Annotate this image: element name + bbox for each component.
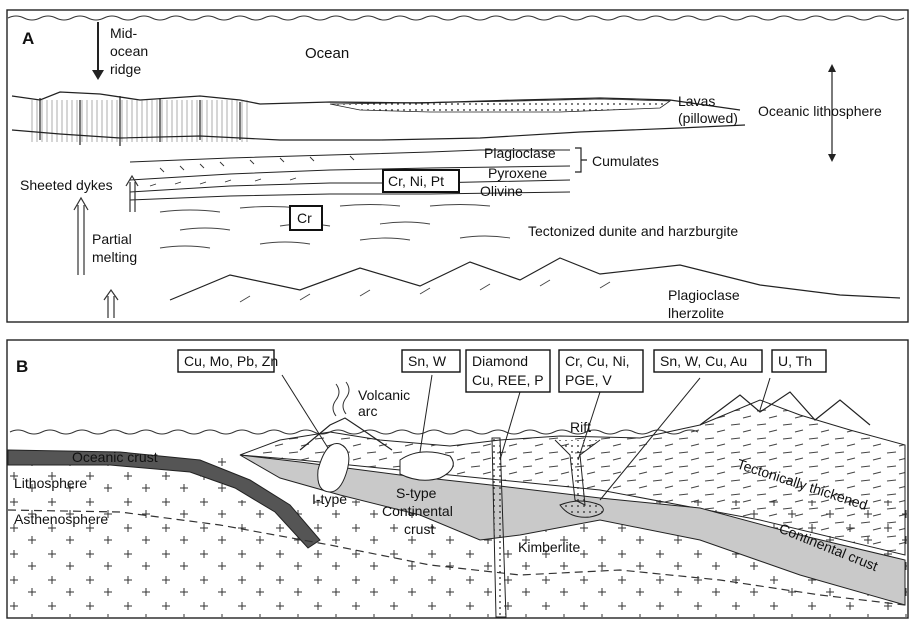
label-ocean: Ocean xyxy=(305,45,349,62)
box-pointers xyxy=(281,374,771,501)
box-sn-w xyxy=(401,349,461,373)
volcano xyxy=(299,417,393,451)
label-plagioclase: Plagioclase xyxy=(484,145,556,161)
cumulate-texture xyxy=(149,155,355,187)
melt-arrows xyxy=(73,174,139,318)
panel-b-letter: B xyxy=(16,357,28,376)
label-cumulates: Cumulates xyxy=(592,153,659,169)
label-volcanic-1: Volcanic xyxy=(358,387,410,403)
lava-base xyxy=(11,124,746,141)
box-diamond-label-2: Cu, REE, P xyxy=(472,372,544,388)
label-partial-2: melting xyxy=(92,249,137,265)
oceanic-crust-slab xyxy=(7,449,321,549)
label-kimberlite: Kimberlite xyxy=(518,539,580,555)
box-cr-cu-ni xyxy=(558,349,644,393)
label-ridge-3: ridge xyxy=(110,61,141,77)
label-asthenosphere: Asthenosphere xyxy=(14,511,108,527)
box-cu-mo-pb-zn xyxy=(177,349,275,373)
sea-surface xyxy=(7,15,905,21)
lower-continental-crust xyxy=(239,454,906,606)
panel-a-letter: A xyxy=(22,29,34,48)
lithosphere-base xyxy=(7,509,906,606)
kimberlite-pipe xyxy=(491,437,507,618)
sediment-layer xyxy=(329,98,672,113)
s-type-pluton xyxy=(399,451,454,481)
sea-surface-b xyxy=(9,429,699,435)
lherzolite-texture xyxy=(239,279,611,303)
box-cr-ni-pt-label: Cr, Ni, Pt xyxy=(388,173,444,189)
box-sn-w-cu-au-label: Sn, W, Cu, Au xyxy=(660,353,747,369)
label-pyroxene: Pyroxene xyxy=(488,165,547,181)
panel-a-frame xyxy=(6,9,909,323)
label-olivine: Olivine xyxy=(480,183,523,199)
label-s-type: S-type xyxy=(396,485,437,501)
label-lithosphere: Lithosphere xyxy=(14,475,87,491)
cumulates-brace xyxy=(575,147,587,173)
box-diamond-label-1: Diamond xyxy=(472,353,528,369)
panel-a: A Mid- ocean ridge Ocean Lavas (pillowed… xyxy=(6,9,909,323)
panel-b: B Cu, Mo, Pb, Zn Sn, W Diamond Cu, REE, … xyxy=(6,339,909,619)
label-rift: Rift xyxy=(570,419,591,435)
box-cu-mo-pb-zn-label: Cu, Mo, Pb, Zn xyxy=(184,353,278,369)
i-type-pluton xyxy=(317,443,350,493)
label-continental-2: crust xyxy=(404,521,434,537)
box-sn-w-cu-au xyxy=(653,349,763,373)
label-partial-1: Partial xyxy=(92,231,132,247)
plagioclase-top xyxy=(129,149,570,163)
label-i-type: I-type xyxy=(312,491,347,507)
label-plag-lherzolite-1: Plagioclase xyxy=(668,287,740,303)
label-plag-lherzolite-2: lherzolite xyxy=(668,305,724,321)
box-cr-cu-ni-label-2: PGE, V xyxy=(565,372,612,388)
dyke-faults xyxy=(39,96,241,146)
box-cr-cu-ni-label-1: Cr, Cu, Ni, xyxy=(565,353,630,369)
label-lavas-2: (pillowed) xyxy=(678,110,738,126)
olivine-base xyxy=(129,191,571,201)
label-oceanic-crust: Oceanic crust xyxy=(72,449,158,465)
label-ridge-1: Mid- xyxy=(110,25,138,41)
mountains xyxy=(699,391,871,426)
box-cr xyxy=(289,205,323,231)
label-volcanic-2: arc xyxy=(358,403,377,419)
box-diamond xyxy=(465,349,551,393)
box-sn-w-label: Sn, W xyxy=(408,353,447,369)
label-tectonized: Tectonized dunite and harzburgite xyxy=(528,223,738,239)
box-u-th xyxy=(771,349,827,373)
rift-sill xyxy=(559,500,604,518)
label-lavas-1: Lavas xyxy=(678,93,715,109)
lherzolite-boundary xyxy=(169,257,901,301)
volcano-plume xyxy=(332,381,350,417)
olivine-top xyxy=(129,179,571,193)
label-continental-1: Continental xyxy=(382,503,453,519)
sheeted-dyke-zone xyxy=(30,100,250,142)
pyroxene-top xyxy=(129,165,571,181)
label-sheeted-dykes: Sheeted dykes xyxy=(20,177,113,193)
box-u-th-label: U, Th xyxy=(778,353,812,369)
label-ridge-2: ocean xyxy=(110,43,148,59)
box-cr-ni-pt xyxy=(382,169,460,193)
label-oceanic-lithosphere: Oceanic lithosphere xyxy=(758,103,882,119)
box-cr-label: Cr xyxy=(297,210,312,226)
ridge-arrow-head xyxy=(92,70,104,80)
